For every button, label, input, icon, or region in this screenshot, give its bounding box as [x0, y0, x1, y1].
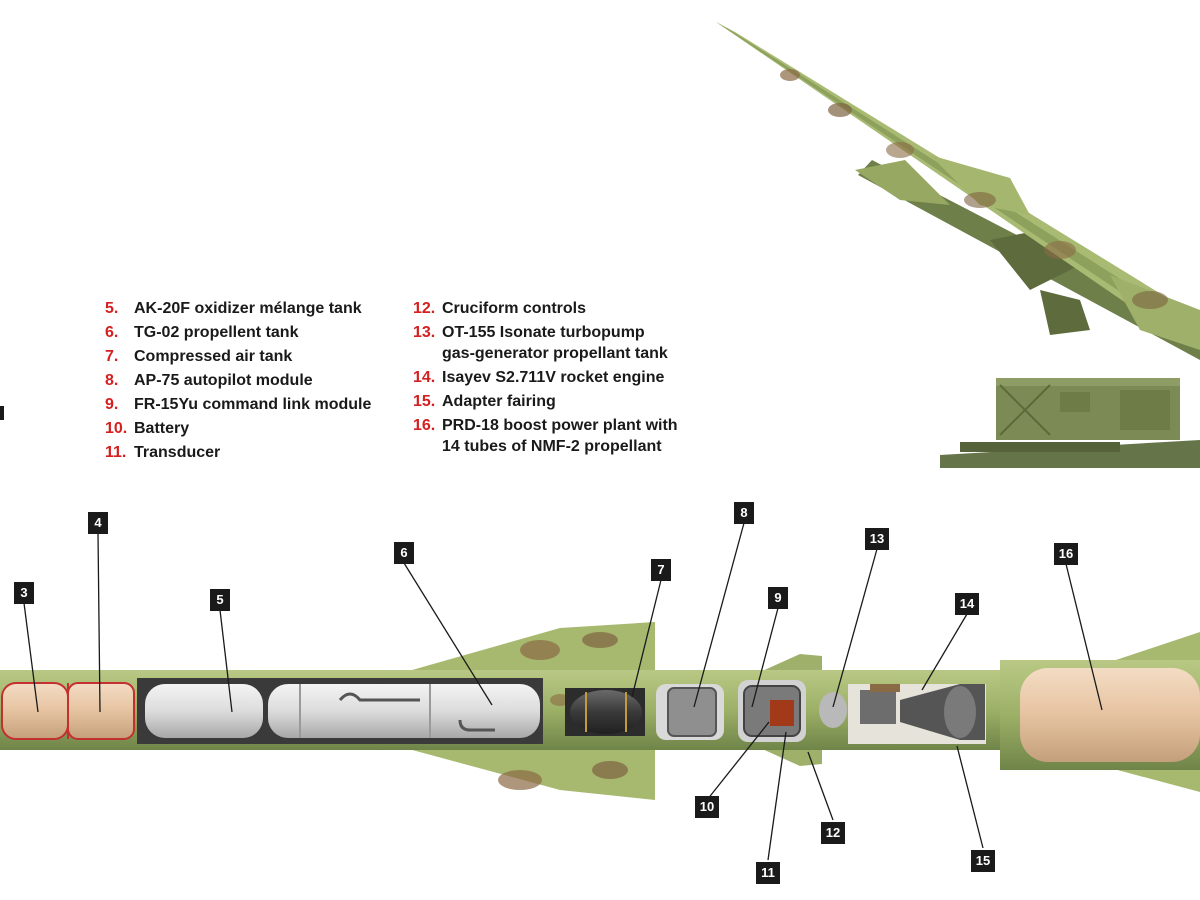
callout-16: 16 — [1054, 543, 1078, 565]
legend-item: 5.AK-20F oxidizer mélange tank — [105, 300, 362, 317]
callout-8: 8 — [734, 502, 754, 524]
booster-upper-fin — [1110, 632, 1200, 662]
leader-lines — [23, 522, 1103, 861]
callout-5: 5 — [210, 589, 230, 611]
control-upper-fin — [760, 654, 822, 672]
legend-item: 11.Transducer — [105, 444, 221, 461]
legend-item: 9.FR-15Yu command link module — [105, 396, 372, 413]
callout-7: 7 — [651, 559, 671, 581]
tank-4 — [67, 682, 135, 740]
battery — [770, 700, 794, 726]
legend-item: 6.TG-02 propellent tank — [105, 324, 299, 341]
compressed-air-tank — [570, 690, 642, 734]
legend-item: 7.Compressed air tank — [105, 348, 293, 365]
legend-item: 13.OT-155 Isonate turbopump gas-generato… — [413, 324, 668, 362]
legend-item: 14.Isayev S2.711V rocket engine — [413, 369, 665, 386]
callout-10: 10 — [695, 796, 719, 818]
legend-left: 5.AK-20F oxidizer mélange tank 6.TG-02 p… — [105, 297, 371, 465]
oxidizer-tank — [145, 684, 263, 738]
launcher-illustration — [716, 22, 1200, 468]
callout-3: 3 — [14, 582, 34, 604]
edge-fragment — [0, 406, 4, 420]
callout-14: 14 — [955, 593, 979, 615]
propellant-tank — [268, 684, 540, 738]
booster-lower-fin — [1110, 768, 1200, 792]
callout-12: 12 — [821, 822, 845, 844]
legend-item: 10.Battery — [105, 420, 190, 437]
booster-propellant — [1020, 668, 1200, 762]
legend-item: 15.Adapter fairing — [413, 393, 556, 410]
callout-13: 13 — [865, 528, 889, 550]
callout-4: 4 — [88, 512, 108, 534]
gas-generator-tank — [819, 692, 847, 728]
legend-item: 12.Cruciform controls — [413, 300, 587, 317]
rocket-engine — [860, 684, 985, 740]
missile-cutaway — [0, 622, 1200, 800]
callout-11: 11 — [756, 862, 780, 884]
legend-item: 8.AP-75 autopilot module — [105, 372, 313, 389]
legend-item: 16.PRD-18 boost power plant with 14 tube… — [413, 417, 678, 455]
callout-9: 9 — [768, 587, 788, 609]
callout-15: 15 — [971, 850, 995, 872]
autopilot-module — [667, 687, 717, 737]
control-lower-fin — [760, 748, 822, 766]
legend-right: 12.Cruciform controls 13.OT-155 Isonate … — [413, 297, 678, 459]
callout-6: 6 — [394, 542, 414, 564]
